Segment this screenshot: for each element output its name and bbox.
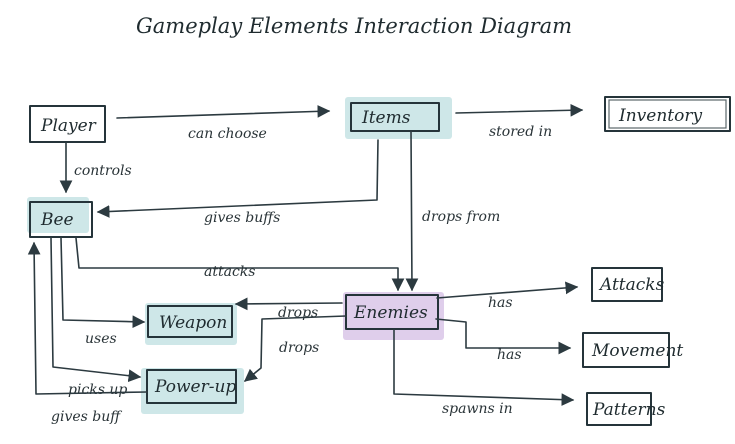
edge-player-bee: controls: [59, 142, 132, 194]
edge-label-powerup-bee: gives buff: [51, 409, 122, 425]
node-inventory: Inventory: [604, 96, 731, 132]
node-player: Player: [29, 105, 106, 143]
node-items: Items: [350, 102, 440, 132]
edge-label-enemies-patterns: spawns in: [442, 401, 513, 417]
node-label-enemies: Enemies: [353, 303, 428, 323]
edge-enemies-patterns: spawns in: [393, 329, 575, 417]
node-attacks: Attacks: [591, 267, 665, 302]
edge-enemies-movement: has: [435, 318, 572, 363]
edge-player-items: can choose: [116, 104, 331, 142]
weapon-highlight: [145, 303, 237, 345]
edge-bee-enemies: attacks: [75, 237, 405, 292]
node-label-attacks: Attacks: [598, 275, 665, 295]
edge-label-player-items: can choose: [188, 126, 267, 142]
edge-bee-powerup: picks up: [50, 237, 142, 398]
diagram-title: Gameplay Elements Interaction Diagram: [136, 14, 572, 38]
edge-label-items-inventory: stored in: [489, 124, 552, 140]
node-movement: Movement: [582, 332, 683, 368]
edge-label-player-bee: controls: [74, 163, 132, 179]
node-weapon: Weapon: [147, 305, 233, 338]
edge-enemies-attacks: has: [436, 281, 579, 311]
node-label-bee: Bee: [40, 210, 74, 230]
node-enemies: Enemies: [345, 294, 439, 330]
bee-highlight: [27, 197, 89, 233]
edge-label-enemies-movement: has: [497, 347, 522, 363]
edge-label-enemies-powerup: drops: [279, 340, 319, 356]
node-label-player: Player: [40, 116, 97, 136]
edge-items-enemies: drops from: [405, 130, 500, 292]
node-label-items: Items: [361, 108, 411, 128]
edge-bee-weapon: uses: [60, 237, 146, 347]
node-label-movement: Movement: [591, 341, 683, 361]
node-label-weapon: Weapon: [159, 313, 227, 333]
edge-label-bee-enemies: attacks: [204, 264, 255, 280]
node-power-up: Power-up: [146, 369, 237, 404]
node-label-power-up: Power-up: [154, 377, 236, 397]
edge-items-bee: gives buffs: [96, 139, 379, 226]
edge-label-bee-weapon: uses: [85, 331, 117, 347]
edge-powerup-bee: gives buff: [27, 241, 148, 425]
node-bee: Bee: [29, 201, 93, 238]
node-label-patterns: Patterns: [592, 400, 666, 420]
items-highlight: [345, 97, 452, 139]
edge-label-items-enemies: drops from: [422, 209, 500, 225]
node-patterns: Patterns: [586, 392, 666, 426]
edge-items-inventory: stored in: [455, 103, 584, 140]
edge-label-enemies-attacks: has: [488, 295, 513, 311]
edge-enemies-powerup: drops: [244, 315, 347, 382]
edge-label-bee-powerup: picks up: [68, 382, 127, 398]
edge-label-items-bee: gives buffs: [204, 210, 280, 226]
node-label-inventory: Inventory: [618, 106, 702, 126]
